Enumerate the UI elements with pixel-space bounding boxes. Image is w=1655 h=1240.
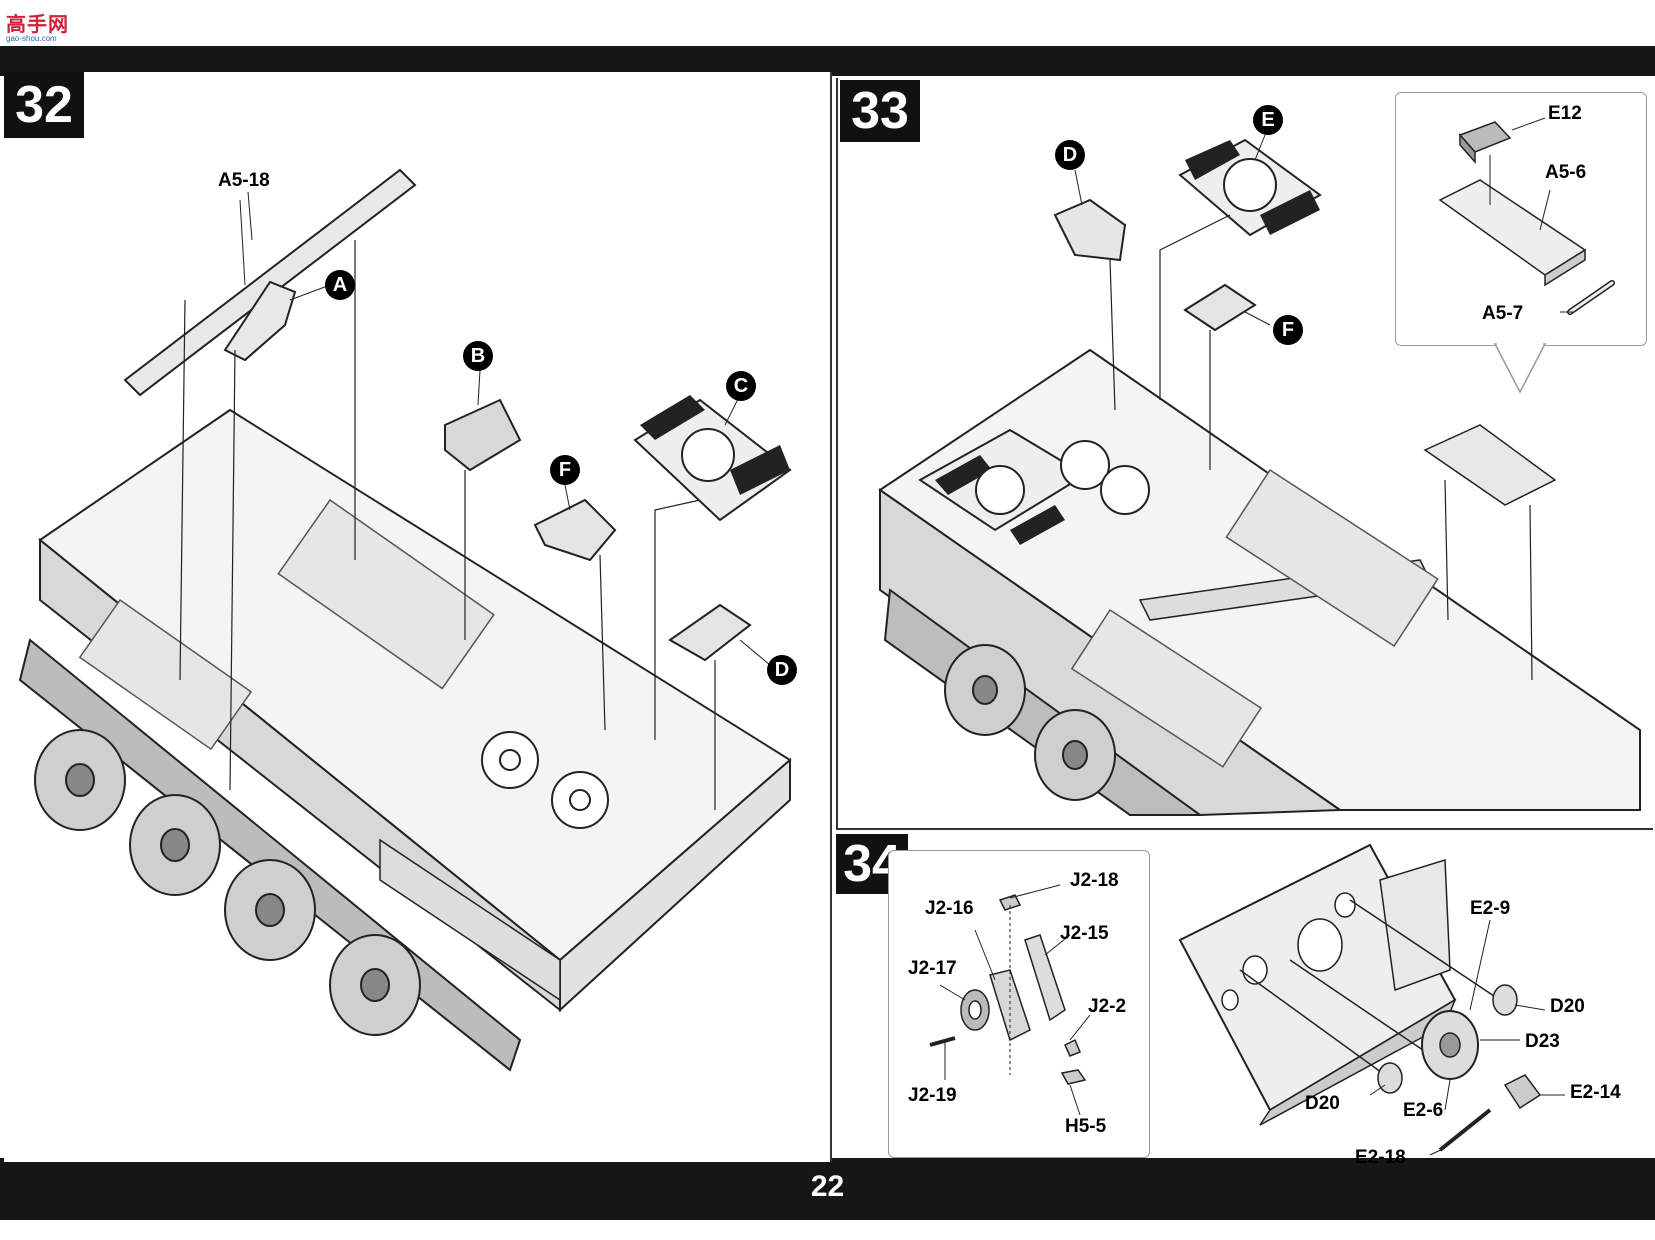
step-32-part-label: A5-18 (218, 170, 270, 191)
step-34-part-label-J2-19: J2-19 (908, 1085, 957, 1106)
step-32-subassembly-C: C (726, 371, 756, 401)
step-34-part-label-E2-9: E2-9 (1470, 898, 1511, 919)
site-logo-url: gao-shou.com (6, 34, 57, 43)
footer-bar (0, 1158, 1655, 1220)
step-34-parts-drawing (929, 843, 1565, 1156)
step-33-subassembly-E: E (1253, 105, 1283, 135)
step-34-part-label-J2-16: J2-16 (925, 898, 974, 919)
step-33-part-label-E12: E12 (1548, 103, 1582, 124)
step-34-part-label-J2-18: J2-18 (1070, 870, 1119, 891)
step-34-part-label-E2-14: E2-14 (1570, 1082, 1621, 1103)
step-32-number: 32 (4, 72, 84, 138)
site-logo-text: 高手网 (6, 14, 69, 36)
step-33-subassembly-F: F (1273, 315, 1303, 345)
step-33-subassembly-D: D (1055, 140, 1085, 170)
step-34-part-label-E2-6: E2-6 (1403, 1100, 1444, 1121)
step-34-part-label-D20-left: D20 (1305, 1093, 1340, 1114)
step-33-part-label-A5-7: A5-7 (1482, 303, 1524, 324)
step-34-part-label-E2-18: E2-18 (1355, 1147, 1406, 1168)
header-bar (0, 46, 1655, 76)
step-34-part-label-J2-17: J2-17 (908, 958, 957, 979)
step-34-part-label-J2-2: J2-2 (1088, 996, 1127, 1017)
step-33-part-label-A5-6: A5-6 (1545, 162, 1587, 183)
step-34-part-label-D20-right: D20 (1550, 996, 1585, 1017)
step-34-part-label-D23: D23 (1525, 1031, 1560, 1052)
page-background-bottom (0, 1220, 1655, 1240)
site-logo[interactable]: 高手网 gao-shou.com (6, 8, 76, 44)
step-32-hull-drawing (18, 168, 792, 1072)
step-32-subassembly-B: B (463, 341, 493, 371)
step-34-part-label-J2-15: J2-15 (1060, 923, 1109, 944)
step-32-subassembly-A: A (325, 270, 355, 300)
step-33-number: 33 (840, 80, 920, 142)
step-32-subassembly-D: D (767, 655, 797, 685)
step-32-subassembly-F: F (550, 455, 580, 485)
page-number: 22 (810, 1170, 845, 1203)
step-33-inset-drawing (1438, 117, 1615, 394)
step-33-hull-drawing (878, 134, 1641, 817)
step-34-part-label-H5-5: H5-5 (1065, 1116, 1107, 1137)
